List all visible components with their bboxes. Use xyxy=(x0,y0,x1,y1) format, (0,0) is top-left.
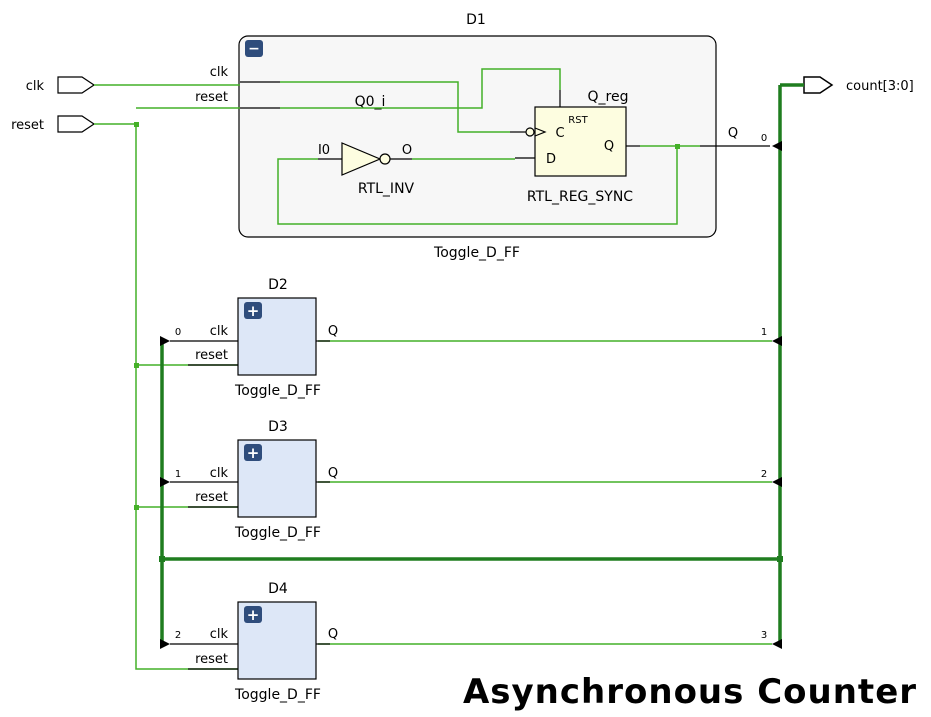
d2-clk-pin-label: clk xyxy=(210,324,229,339)
d3-clk-index: 1 xyxy=(175,469,181,480)
d1-boundary xyxy=(238,35,717,238)
reg-c-pin-label: C xyxy=(555,126,564,141)
reg-type-label: RTL_REG_SYNC xyxy=(527,189,633,205)
reg-instance-name: Q_reg xyxy=(588,89,629,105)
d1-clk-pin-label: clk xyxy=(210,65,229,80)
d1-q-pin-label: Q xyxy=(728,126,738,141)
d2-reset-pin-label: reset xyxy=(195,348,228,363)
inverter-bubble-icon xyxy=(379,153,391,165)
d2-clk-index: 0 xyxy=(175,327,181,338)
d3-bus-index: 2 xyxy=(761,469,767,480)
inv-out-pin-label: O xyxy=(402,143,412,158)
d1-type-label: Toggle_D_FF xyxy=(433,245,520,261)
inverter-q0-i[interactable]: Q0_i I0 O RTL_INV xyxy=(318,94,415,197)
d3-type-label: Toggle_D_FF xyxy=(234,525,321,541)
d2-instance-name: D2 xyxy=(268,277,288,293)
d2-bus-index: 1 xyxy=(761,327,767,338)
reset-port-label: reset xyxy=(11,118,44,133)
d4-reset-pin-label: reset xyxy=(195,652,228,667)
d4-clk-index: 2 xyxy=(175,630,181,641)
d3-instance-name: D3 xyxy=(268,419,288,435)
clk-input-port[interactable]: clk xyxy=(26,76,96,94)
d1-instance-name: D1 xyxy=(466,12,486,28)
clock-invert-bubble-icon xyxy=(525,127,535,137)
diagram-caption: Asynchronous Counter xyxy=(463,672,917,712)
inv-in-pin-label: I0 xyxy=(318,143,330,158)
reg-body xyxy=(534,106,627,177)
inv-instance-name: Q0_i xyxy=(355,94,386,110)
expand-icon: + xyxy=(247,302,260,320)
reset-net[interactable] xyxy=(94,123,238,670)
count-output-port[interactable]: count[3:0] xyxy=(803,76,914,94)
d4-instance-name: D4 xyxy=(268,581,288,597)
inv-type-label: RTL_INV xyxy=(358,181,415,197)
d4-q-pin-label: Q xyxy=(328,627,338,642)
clk-port-label: clk xyxy=(26,79,45,94)
d1-bus-index: 0 xyxy=(761,133,767,144)
reg-d-pin-label: D xyxy=(546,152,556,167)
register-q-reg[interactable]: Q_reg RST C D Q RTL_REG_SYNC xyxy=(525,89,633,205)
d3-instance[interactable]: D3 + clk reset Q 1 2 Toggle_D_FF xyxy=(170,419,767,541)
d3-expand-button[interactable]: + xyxy=(244,444,262,462)
d1-instance[interactable]: D1 − Toggle_D_FF clk reset Q 0 Q0_i I0 O… xyxy=(195,12,770,261)
d4-instance[interactable]: D4 + clk reset Q 2 3 Toggle_D_FF xyxy=(170,581,767,703)
d3-clk-pin-label: clk xyxy=(210,466,229,481)
reg-q-pin-label: Q xyxy=(604,139,614,154)
collapse-icon: − xyxy=(248,41,260,57)
d3-q-pin-label: Q xyxy=(328,466,338,481)
expand-icon: + xyxy=(247,444,260,462)
d2-q-pin-label: Q xyxy=(328,324,338,339)
d4-clk-pin-label: clk xyxy=(210,627,229,642)
clock-edge-icon xyxy=(534,127,547,137)
d2-type-label: Toggle_D_FF xyxy=(234,383,321,399)
d3-reset-pin-label: reset xyxy=(195,490,228,505)
count-port-label: count[3:0] xyxy=(846,79,914,94)
expand-icon: + xyxy=(247,606,260,624)
d1-reset-pin-label: reset xyxy=(195,90,228,105)
d4-expand-button[interactable]: + xyxy=(244,606,262,624)
d4-type-label: Toggle_D_FF xyxy=(234,687,321,703)
reset-input-port[interactable]: reset xyxy=(11,115,96,133)
d2-instance[interactable]: D2 + clk reset Q 0 1 Toggle_D_FF xyxy=(170,277,767,399)
reg-rst-pin-label: RST xyxy=(568,115,588,126)
d1-collapse-button[interactable]: − xyxy=(245,40,263,57)
d4-bus-index: 3 xyxy=(761,630,767,641)
d2-expand-button[interactable]: + xyxy=(244,302,262,320)
